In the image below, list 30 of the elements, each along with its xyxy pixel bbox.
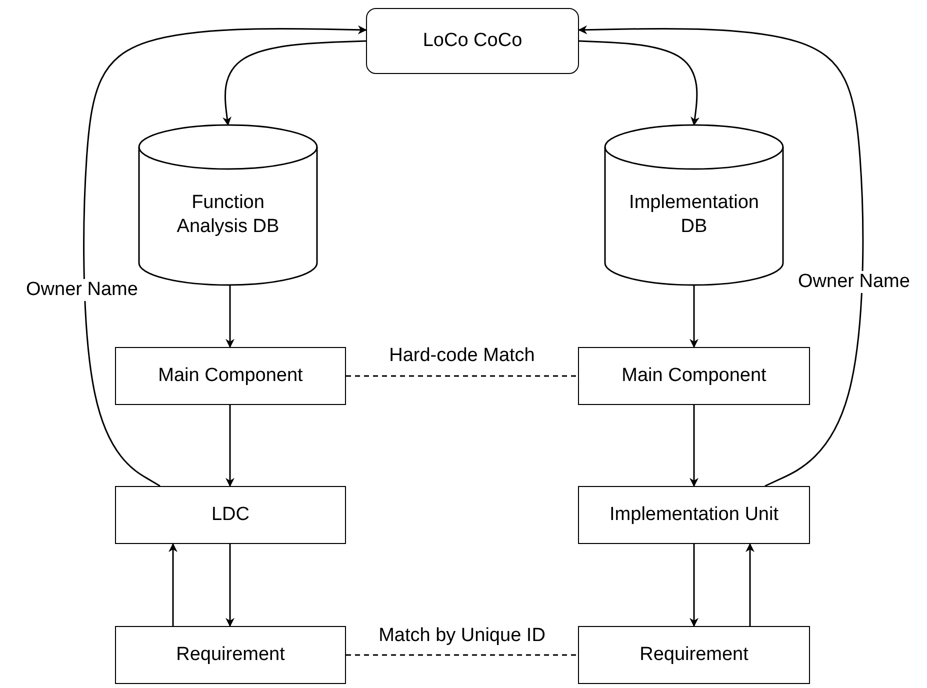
node-label: Requirement [638, 643, 750, 667]
arrow [578, 25, 864, 487]
node-label: Requirement [175, 643, 286, 667]
node-label: Implementation DB [628, 191, 760, 239]
dashed-connector [346, 375, 578, 377]
dashed-connector [346, 654, 578, 656]
arrow [690, 544, 698, 627]
arrow [226, 544, 234, 627]
arrow [690, 285, 698, 348]
arrow [226, 285, 234, 348]
arrow [746, 543, 754, 626]
node-label: Main Component [157, 364, 304, 388]
arrow [578, 40, 700, 126]
rounded-box [366, 8, 579, 74]
process-box [115, 486, 346, 544]
arrow [168, 543, 178, 626]
process-box [578, 347, 810, 405]
process-box [115, 347, 346, 405]
process-box [115, 626, 346, 684]
arrow [226, 405, 234, 487]
node-label: Implementation Unit [608, 503, 780, 527]
node-label: LDC [210, 503, 250, 527]
arrow [222, 40, 366, 126]
node-label: LoCo CoCo [422, 29, 524, 53]
node-label: Function Analysis DB [176, 191, 280, 239]
arrow [83, 25, 367, 487]
process-box [578, 626, 810, 684]
process-box [578, 486, 810, 544]
node-label: Main Component [620, 364, 768, 388]
arrow [690, 405, 698, 487]
